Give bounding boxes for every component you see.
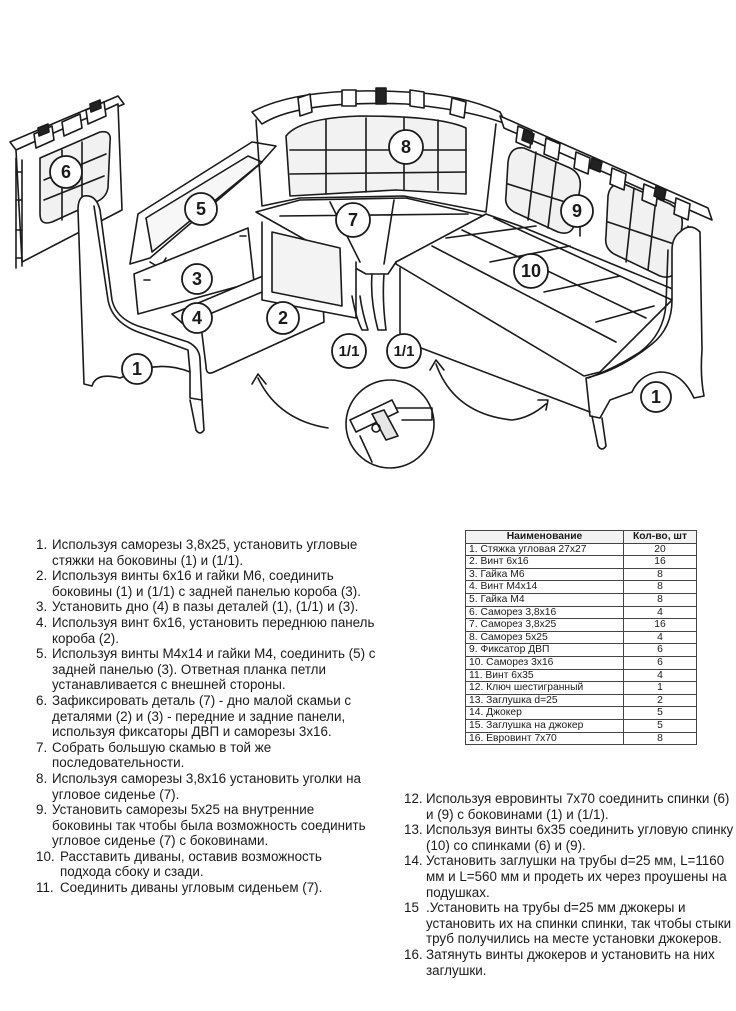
part-8-corner-backrest — [251, 87, 507, 213]
label-1-1-right: 1/1 — [394, 343, 415, 360]
step-item: 8.Используя саморезы 3,8х16 установить у… — [36, 770, 361, 802]
step-item: 2.Используя винты 6х16 и гайки М6, соеди… — [36, 568, 361, 599]
part-markers: 6 5 3 4 2 1 8 7 9 10 1 1/1 1/1 — [49, 129, 672, 413]
parts-table-header: Наименование Кол-во, шт — [465, 530, 697, 544]
assembly-arrows — [251, 359, 549, 429]
detail-zoom-circle — [345, 379, 435, 469]
assembly-diagram: 6 5 3 4 2 1 8 7 9 10 1 1/1 1/1 — [9, 87, 713, 469]
parts-table: Наименование Кол-во, шт 1. Стяжка углова… — [465, 530, 697, 746]
step-item: 1.Используя саморезы 3,8х25, установить … — [36, 537, 358, 568]
step-item: 12.Используя евровинты 7х70 соединить сп… — [404, 791, 730, 822]
step-item: 16.Затянуть винты джокеров и установить … — [404, 946, 715, 978]
part-9-right-backrest — [499, 115, 713, 295]
step-item: 6.Зафиксировать деталь (7) - дно малой с… — [36, 692, 352, 740]
assembly-steps-right: 12.Используя евровинты 7х70 соединить сп… — [404, 791, 734, 978]
step-item: 3.Установить дно (4) в пазы деталей (1),… — [36, 599, 359, 615]
label-7: 7 — [348, 210, 358, 230]
label-1-right: 1 — [651, 387, 661, 407]
step-item: 7.Собрать большую скамью в той же послед… — [36, 739, 272, 771]
label-2: 2 — [278, 308, 288, 328]
step-item: 13.Используя винты 6х35 соединить углову… — [404, 822, 734, 853]
step-item: 10.Расставить диваны, оставив возможност… — [36, 848, 322, 880]
label-6: 6 — [61, 162, 71, 182]
step-item: 4.Используя винт 6х16, установить передн… — [36, 614, 375, 646]
label-4: 4 — [192, 308, 202, 328]
label-5: 5 — [196, 199, 206, 219]
column-header-name: Наименование — [465, 530, 624, 544]
step-item: 9.Установить саморезы 5х25 на внутренние… — [36, 802, 366, 849]
part-1-left-side — [77, 194, 205, 434]
label-10: 10 — [521, 261, 541, 281]
step-item: 15.Установить на трубы d=25 мм джокеры и… — [404, 900, 732, 947]
step-item: 14.Установить заглушки на трубы d=25 мм,… — [404, 853, 727, 900]
step-item: 5.Используя винты М4х14 и гайки М4, соед… — [36, 646, 376, 693]
column-header-qty: Кол-во, шт — [623, 530, 697, 544]
label-9: 9 — [572, 201, 582, 221]
label-1-left: 1 — [132, 359, 142, 379]
label-1-1-left: 1/1 — [339, 343, 360, 360]
label-8: 8 — [401, 137, 411, 157]
assembly-steps-left: 1.Используя саморезы 3,8х25, установить … — [36, 537, 376, 896]
label-3: 3 — [192, 269, 202, 289]
step-item: 11.Соединить диваны угловым сиденьем (7)… — [36, 880, 323, 896]
